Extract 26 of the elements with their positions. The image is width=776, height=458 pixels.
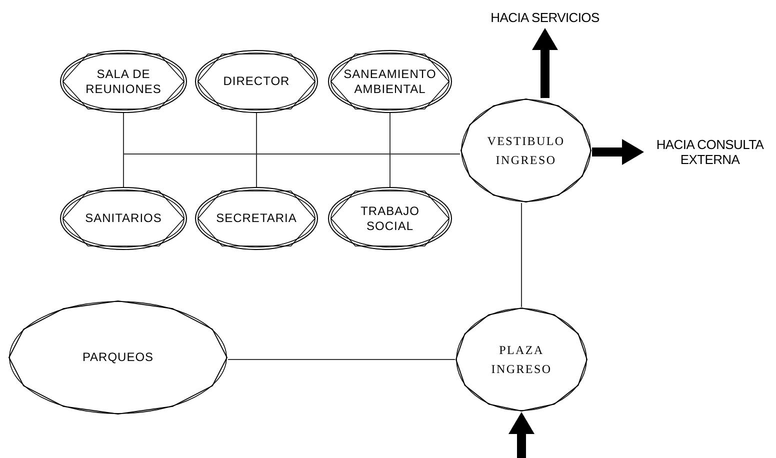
octagon-area-node [455,307,588,412]
oval-room-node [195,187,318,250]
octagon-area-node [8,300,228,415]
oval-room-node [60,187,187,250]
node-label: VESTIBULO INGRESO [486,132,566,168]
oval-room-node [328,50,452,113]
node-label: SANEAMIENTO AMBIENTAL [342,66,438,96]
oval-room-node [60,50,187,113]
direction-label: HACIA CONSULTA EXTERNA [655,137,765,167]
block-arrow [592,139,644,165]
oval-room-node [195,50,318,113]
block-arrow [532,28,558,98]
node-label: PLAZA INGRESO [490,342,553,378]
node-label: TRABAJO SOCIAL [360,204,420,234]
octagon-area-node [460,98,592,203]
connector-line [228,359,456,360]
connector-line [390,154,460,188]
node-label: PARQUEOS [82,350,154,365]
connector-line [521,202,522,308]
direction-label: HACIA SERVICIOS [490,10,600,24]
node-label: DIRECTOR [223,74,290,89]
oval-room-node [328,187,452,250]
block-arrow [508,412,534,458]
node-label: SANITARIOS [85,211,162,226]
node-label: SALA DE REUNIONES [86,66,162,96]
node-label: SECRETARIA [216,211,297,226]
